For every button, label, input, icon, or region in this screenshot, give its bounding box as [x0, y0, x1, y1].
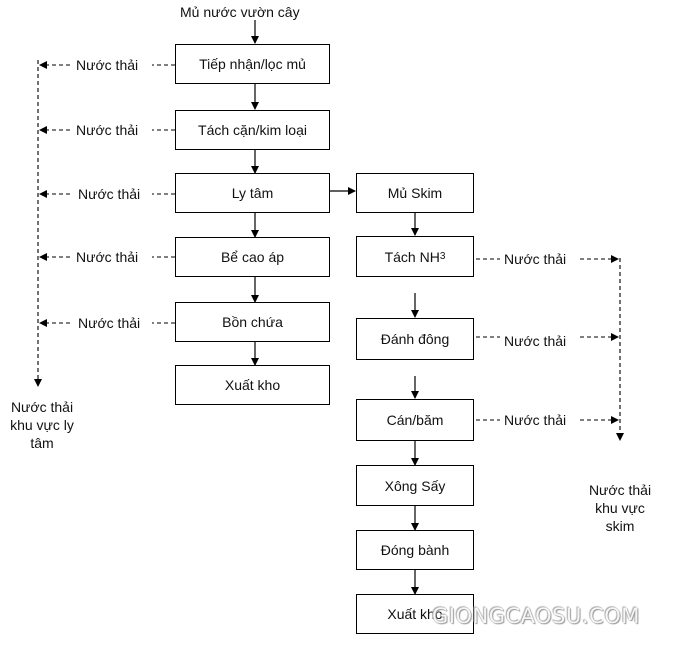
step-baling-box: Đóng bành — [356, 530, 474, 570]
source-label: Mủ nước vườn cây — [180, 4, 300, 20]
step-storage-box: Bồn chứa — [175, 302, 330, 342]
step-separation-box: Tách cặn/kim loại — [175, 110, 330, 150]
waste-label-tank: Nước thải — [76, 249, 139, 265]
step-centrifuge-box: Ly tâm — [175, 173, 330, 213]
step-reception-box: Tiếp nhận/lọc mủ — [175, 44, 330, 84]
step-high-tank-box: Bể cao áp — [175, 237, 330, 277]
watermark: GIONGCAOSU.COM — [432, 604, 640, 628]
left-waste-zone-line-3: tâm — [30, 435, 54, 451]
left-waste-zone-label: Nước thải khu vực ly tâm — [0, 398, 84, 452]
waste-label-coagulation: Nước thải — [504, 333, 567, 349]
left-waste-zone-line-2: khu vực ly — [10, 417, 74, 433]
step-rolling-box: Cán/băm — [356, 399, 474, 441]
step-drying-box: Xông Sấy — [356, 465, 474, 506]
right-waste-zone-line-2: khu vực — [595, 500, 645, 516]
step-export-box: Xuất kho — [175, 365, 330, 405]
right-waste-zone-label: Nước thải khu vực skim — [578, 481, 662, 535]
waste-label-separation: Nước thải — [76, 122, 139, 138]
step-skim-export-box: Xuất kho — [356, 594, 474, 634]
waste-label-reception: Nước thải — [76, 57, 139, 73]
right-waste-zone-line-1: Nước thải — [588, 482, 652, 498]
step-coagulation-box: Đánh đông — [356, 318, 474, 360]
waste-label-nh3: Nước thải — [504, 251, 567, 267]
step-skim-box: Mủ Skim — [356, 173, 474, 213]
waste-label-rolling: Nước thải — [504, 412, 567, 428]
waste-label-centrifuge: Nước thải — [78, 186, 141, 202]
waste-label-storage: Nước thải — [78, 315, 141, 331]
left-waste-zone-line-1: Nước thải — [10, 399, 74, 415]
nh3-prefix: Tách NH — [384, 248, 440, 265]
right-waste-zone-line-3: skim — [605, 518, 635, 534]
nh3-subscript: 3 — [439, 251, 446, 262]
